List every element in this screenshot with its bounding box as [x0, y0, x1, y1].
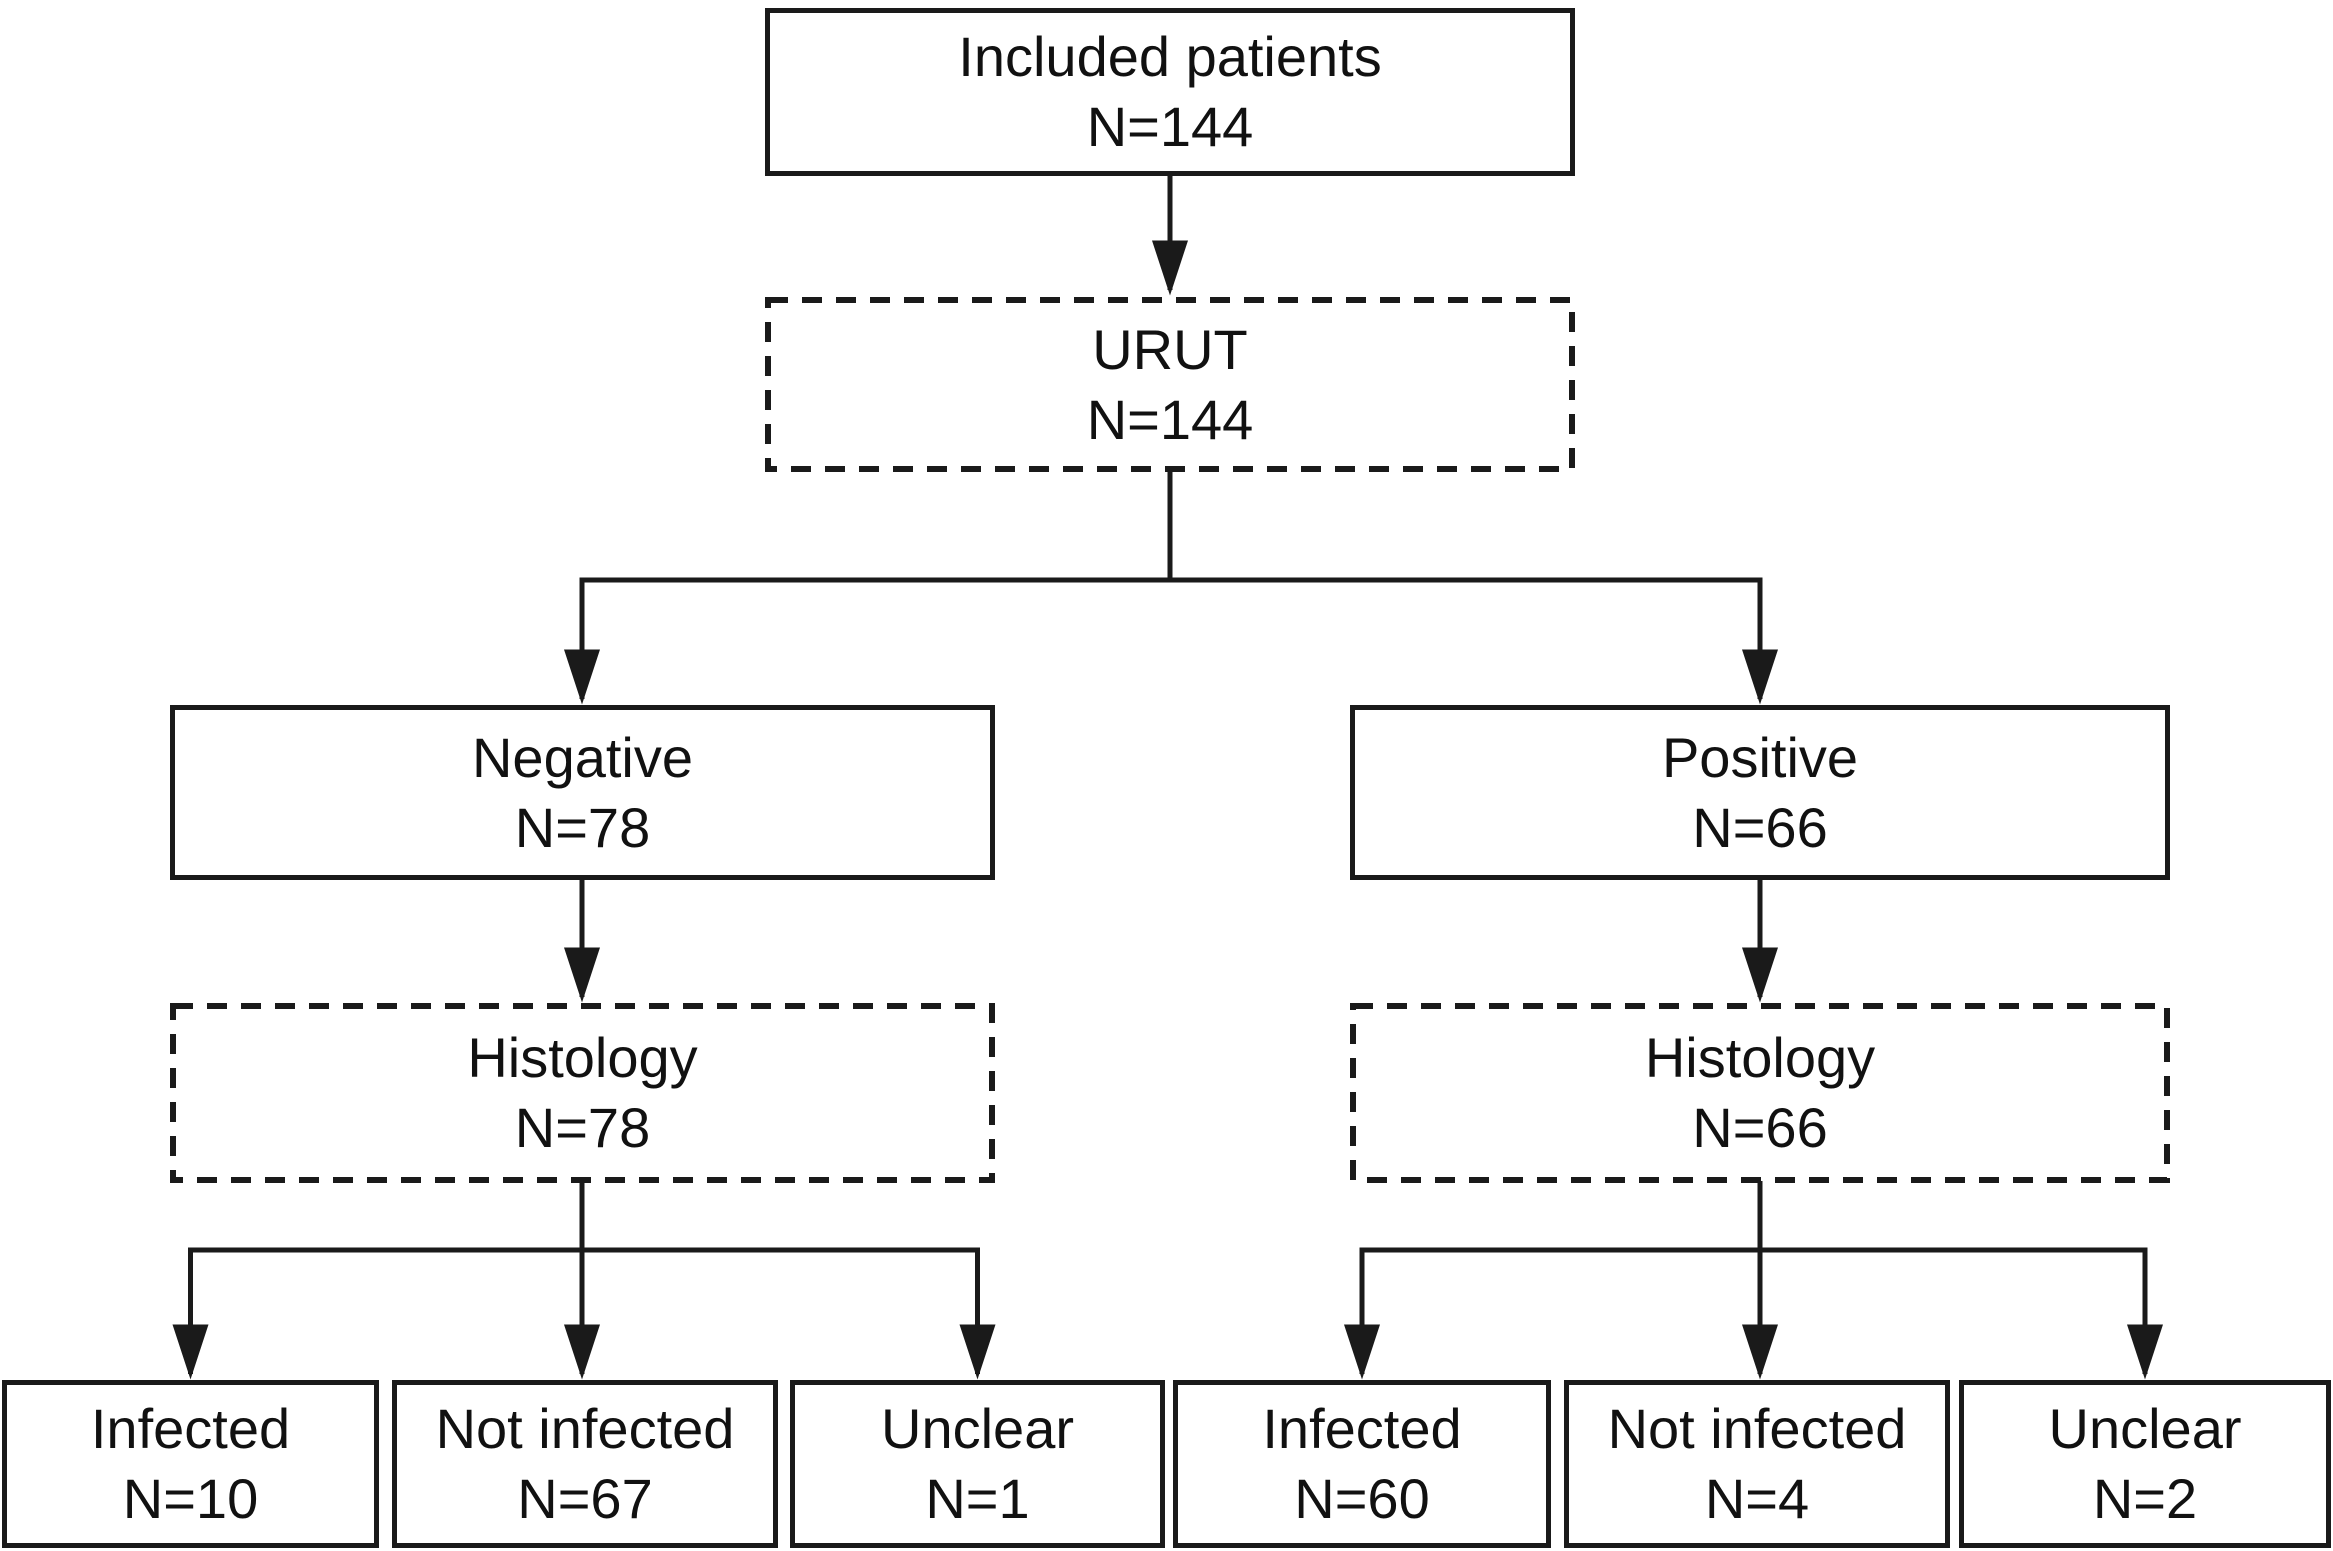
- node-histology-positive: Histology N=66: [1350, 1003, 2170, 1183]
- node-positive-count: N=66: [1692, 795, 1828, 859]
- node-positive-not-infected: Not infected N=4: [1564, 1380, 1950, 1548]
- node-negative-infected-count: N=10: [122, 1467, 259, 1530]
- node-negative-unclear-label: Unclear: [881, 1397, 1074, 1460]
- node-positive-label: Positive: [1661, 725, 1859, 789]
- node-negative-count: N=78: [514, 795, 651, 859]
- node-negative-not-infected: Not infected N=67: [392, 1380, 778, 1548]
- node-negative-label: Negative: [471, 725, 694, 789]
- node-negative-infected-label: Infected: [90, 1397, 291, 1460]
- node-positive-unclear-label: Unclear: [2048, 1397, 2242, 1460]
- node-urut: URUT N=144: [765, 297, 1575, 472]
- node-negative-infected: Infected N=10: [2, 1380, 379, 1548]
- node-positive-infected-count: N=60: [1294, 1467, 1430, 1530]
- urut-box-dashed-border: [765, 297, 1575, 472]
- node-included-patients-label: Included patients: [958, 25, 1382, 88]
- node-urut-label: URUT: [1092, 317, 1248, 381]
- node-histology-positive-label: Histology: [1644, 1026, 1876, 1089]
- node-negative-unclear-count: N=1: [925, 1467, 1030, 1530]
- node-negative: Negative N=78: [170, 705, 995, 880]
- histology-positive-box-dashed-border: [1350, 1003, 2170, 1183]
- node-included-patients: Included patients N=144: [765, 8, 1575, 176]
- node-negative-unclear: Unclear N=1: [790, 1380, 1165, 1548]
- node-negative-not-infected-label: Not infected: [435, 1397, 735, 1460]
- node-positive-unclear-count: N=2: [2092, 1467, 2198, 1530]
- node-negative-not-infected-count: N=67: [517, 1467, 653, 1530]
- node-histology-negative-label: Histology: [467, 1026, 698, 1089]
- node-included-patients-count: N=144: [1086, 95, 1254, 158]
- node-histology-negative-count: N=78: [514, 1096, 651, 1159]
- node-urut-count: N=144: [1086, 387, 1254, 451]
- node-histology-positive-count: N=66: [1692, 1096, 1828, 1159]
- histology-negative-box-dashed-border: [170, 1003, 995, 1183]
- node-positive-not-infected-count: N=4: [1704, 1467, 1810, 1530]
- node-positive: Positive N=66: [1350, 705, 2170, 880]
- node-positive-infected-label: Infected: [1262, 1397, 1462, 1460]
- node-positive-not-infected-label: Not infected: [1607, 1397, 1907, 1460]
- node-positive-infected: Infected N=60: [1173, 1380, 1551, 1548]
- node-positive-unclear: Unclear N=2: [1959, 1380, 2331, 1548]
- node-histology-negative: Histology N=78: [170, 1003, 995, 1183]
